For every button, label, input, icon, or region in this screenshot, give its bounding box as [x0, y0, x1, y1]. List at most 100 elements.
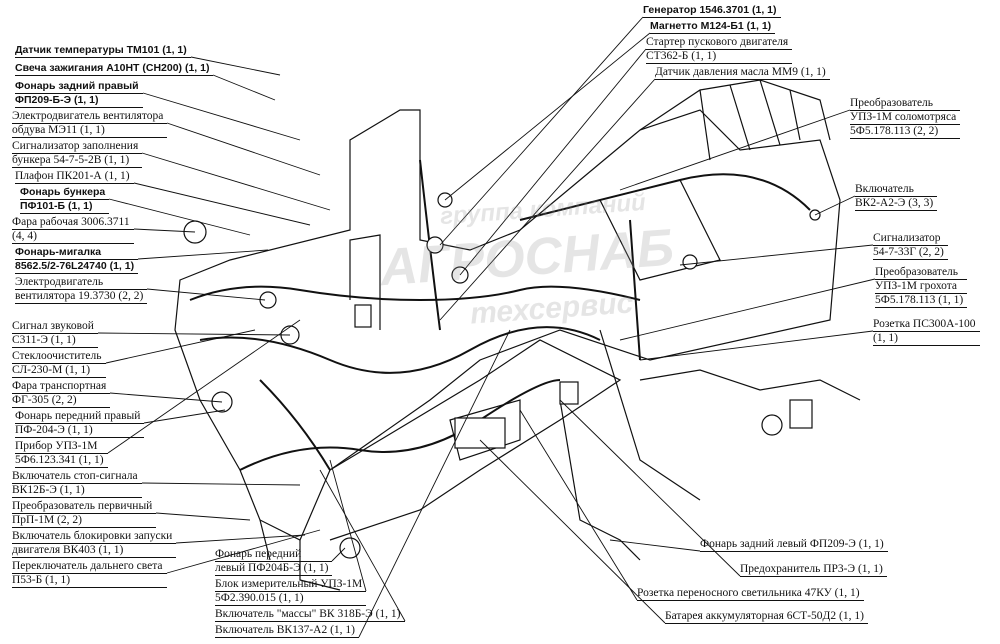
callout-label-line: Розетка переносного светильника 47КУ (1,…: [637, 587, 864, 601]
leader-line: [141, 152, 331, 211]
generator-icon: [426, 236, 444, 254]
leader-line: [109, 392, 223, 403]
leader-line: [319, 469, 406, 622]
converter-icon: [789, 399, 813, 429]
callout-label: Датчик давления масла ММ9 (1, 1): [655, 66, 830, 80]
callout-label: Фонарь задний левый ФП209-Э (1, 1): [700, 538, 888, 552]
callout-label: Генератор 1546.3701 (1, 1): [643, 4, 781, 18]
callout-label-line: Блок измерительный УПЗ-1М: [215, 578, 367, 592]
leader-line: [137, 249, 269, 260]
leader-line: [175, 534, 306, 544]
leader-line: [679, 244, 874, 266]
callout-label-line: обдува МЭ11 (1, 1): [12, 124, 168, 138]
leader-line: [166, 122, 321, 176]
callout-label-line: бункера 54-7-5-2В (1, 1): [12, 154, 143, 168]
callout-label-line: Фонарь передний правый: [15, 410, 145, 424]
front-left-lamp-icon: [339, 537, 361, 559]
callout-label: Розетка ПС300А-100(1, 1): [873, 318, 980, 346]
callout-label-line: Переключатель дальнего света: [12, 560, 167, 574]
callout-label-line: Свеча зажигания А10НТ (СН200) (1, 1): [15, 62, 214, 76]
callout-label-line: СТ362-Б (1, 1): [646, 50, 793, 64]
callout-label-line: Розетка ПС300А-100: [873, 318, 980, 332]
callout-label-line: Стеклоочиститель: [12, 350, 106, 364]
callout-label-line: Фонарь-мигалка: [15, 246, 139, 260]
leader-lines: [97, 16, 876, 638]
socket-icon: [354, 304, 372, 328]
leader-line: [559, 399, 741, 577]
callout-label-line: Преобразователь: [875, 266, 968, 280]
callout-label: Магнетто М124-Б1 (1, 1): [650, 20, 776, 34]
leader-line: [439, 78, 656, 321]
leader-line: [331, 547, 346, 562]
leader-line: [609, 539, 701, 552]
leader-line: [166, 529, 321, 574]
wiring-harness: [189, 159, 811, 471]
callout-label-line: Преобразователь: [850, 97, 961, 111]
leader-line: [108, 198, 251, 236]
leader-line: [619, 109, 851, 191]
callout-label-line: Предохранитель ПР3-Э (1, 1): [740, 563, 887, 577]
leader-line: [479, 439, 666, 624]
callout-label-line: (1, 1): [873, 332, 980, 346]
leader-line: [133, 228, 196, 233]
callout-label-line: Сигнализатор: [873, 232, 948, 246]
callout-label: Предохранитель ПР3-Э (1, 1): [740, 563, 887, 577]
callout-label: Включатель "массы" ВК 318Б-Э (1, 1): [215, 608, 405, 622]
callout-label-line: 5Ф5.178.113 (1, 1): [875, 294, 968, 308]
callout-label-line: Сигнализатор заполнения: [12, 140, 143, 154]
callout-label: Плафон ПК201-А (1, 1): [15, 170, 134, 184]
leader-line: [329, 459, 367, 592]
callout-label: Включатель ВК137-А2 (1, 1): [215, 624, 359, 638]
callout-label-line: Включатель "массы" ВК 318Б-Э (1, 1): [215, 608, 405, 622]
leader-line: [639, 330, 874, 361]
callout-label-line: ПФ-204-Э (1, 1): [15, 424, 145, 438]
callout-label-line: УПЗ-1М грохота: [875, 280, 968, 294]
leader-line: [146, 288, 266, 301]
callout-label-line: ФГ-305 (2, 2): [12, 394, 111, 408]
leader-line: [107, 319, 301, 454]
callout-label: Свеча зажигания А10НТ (СН200) (1, 1): [15, 62, 214, 76]
callout-label-line: Электродвигатель вентилятора: [12, 110, 168, 124]
battery-icon: [454, 417, 506, 449]
callout-label-line: Включатель ВК137-А2 (1, 1): [215, 624, 359, 638]
leader-line: [105, 329, 256, 364]
callout-label-line: ВК2-А2-Э (3, 3): [855, 197, 938, 211]
callout-label-line: ФП209-Б-Э (1, 1): [15, 94, 143, 108]
callout-label-line: 54-7-33Г (2, 2): [873, 246, 948, 260]
callout-label-line: вентилятора 19.3730 (2, 2): [15, 290, 148, 304]
callout-label-line: Включатель стоп-сигнала: [12, 470, 142, 484]
leader-line: [190, 56, 281, 76]
callout-label-line: УПЗ-1М соломотряса: [850, 111, 961, 125]
callout-label-line: Фара рабочая 3006.3711: [12, 216, 134, 230]
callout-label-line: Фонарь задний правый: [15, 80, 143, 94]
callout-label-line: Фонарь передний: [215, 548, 333, 562]
leader-line: [97, 332, 291, 336]
callout-label-line: 5Ф2.390.015 (1, 1): [215, 592, 367, 606]
leader-line: [143, 409, 226, 424]
callout-label-line: ПрП-1М (2, 2): [12, 514, 157, 528]
sensor-icon: [682, 254, 698, 270]
lamp-icon: [259, 291, 277, 309]
callout-label-line: Датчик температуры ТМ101 (1, 1): [15, 44, 191, 58]
callout-label: Датчик температуры ТМ101 (1, 1): [15, 44, 191, 58]
callout-label-line: П53-Б (1, 1): [12, 574, 167, 588]
callout-label-line: ВК12Б-Э (1, 1): [12, 484, 142, 498]
leader-line: [439, 16, 644, 246]
leader-line: [141, 482, 301, 486]
callout-label-line: 5Ф5.178.113 (2, 2): [850, 125, 961, 139]
